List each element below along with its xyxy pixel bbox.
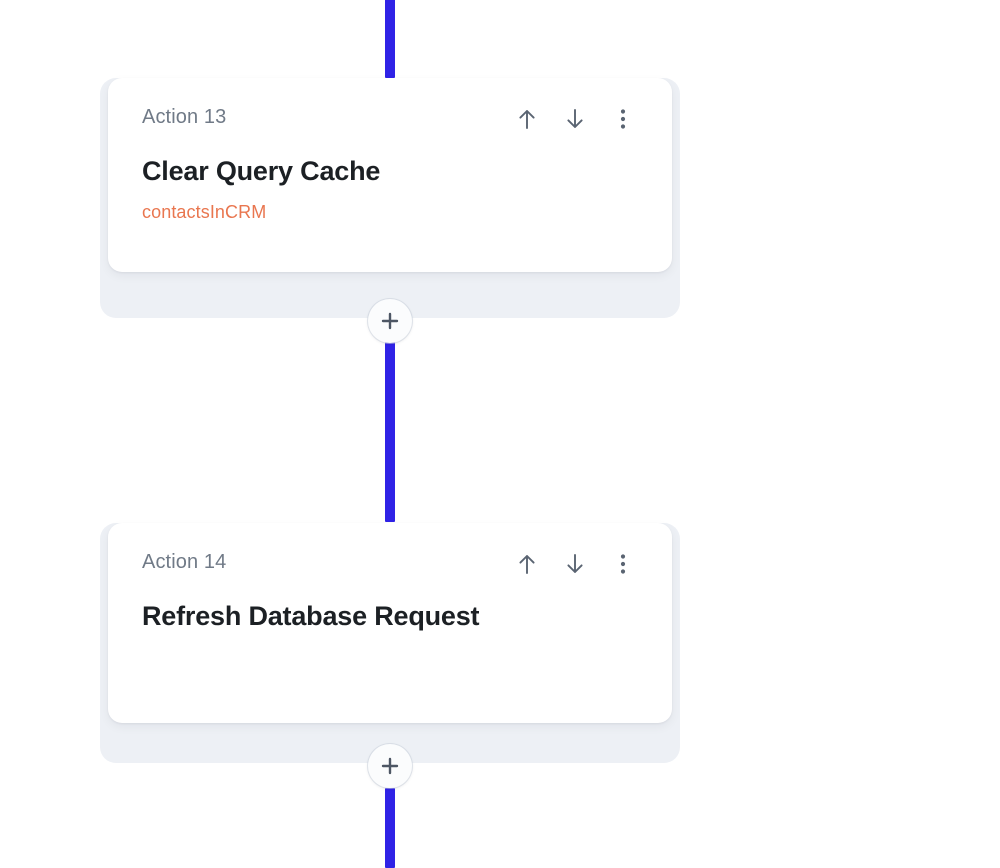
node-eyebrow-label: Action 14 [142, 551, 227, 573]
arrow-up-icon[interactable] [514, 104, 540, 134]
node-title: Clear Query Cache [142, 156, 381, 186]
node-action-icons [514, 104, 642, 134]
node-card-header: Action 13 [142, 104, 642, 134]
node-title: Refresh Database Request [142, 601, 480, 631]
node-action-icons [514, 549, 642, 579]
node-card[interactable]: Action 14 [108, 523, 672, 723]
connector-line-bottom [385, 788, 395, 868]
more-options-icon[interactable] [610, 549, 636, 579]
arrow-up-icon[interactable] [514, 549, 540, 579]
more-options-icon[interactable] [610, 104, 636, 134]
node-subtitle: contactsInCRM [142, 202, 267, 222]
node-eyebrow-label: Action 13 [142, 106, 227, 128]
arrow-down-icon[interactable] [562, 104, 588, 134]
arrow-down-icon[interactable] [562, 549, 588, 579]
node-card-header: Action 14 [142, 549, 642, 579]
node-card[interactable]: Action 13 [108, 78, 672, 272]
add-step-button-1[interactable] [368, 299, 412, 343]
plus-icon [381, 312, 399, 330]
connector-line-middle [385, 342, 395, 522]
add-step-button-2[interactable] [368, 744, 412, 788]
plus-icon [381, 757, 399, 775]
connector-line-top [385, 0, 395, 78]
